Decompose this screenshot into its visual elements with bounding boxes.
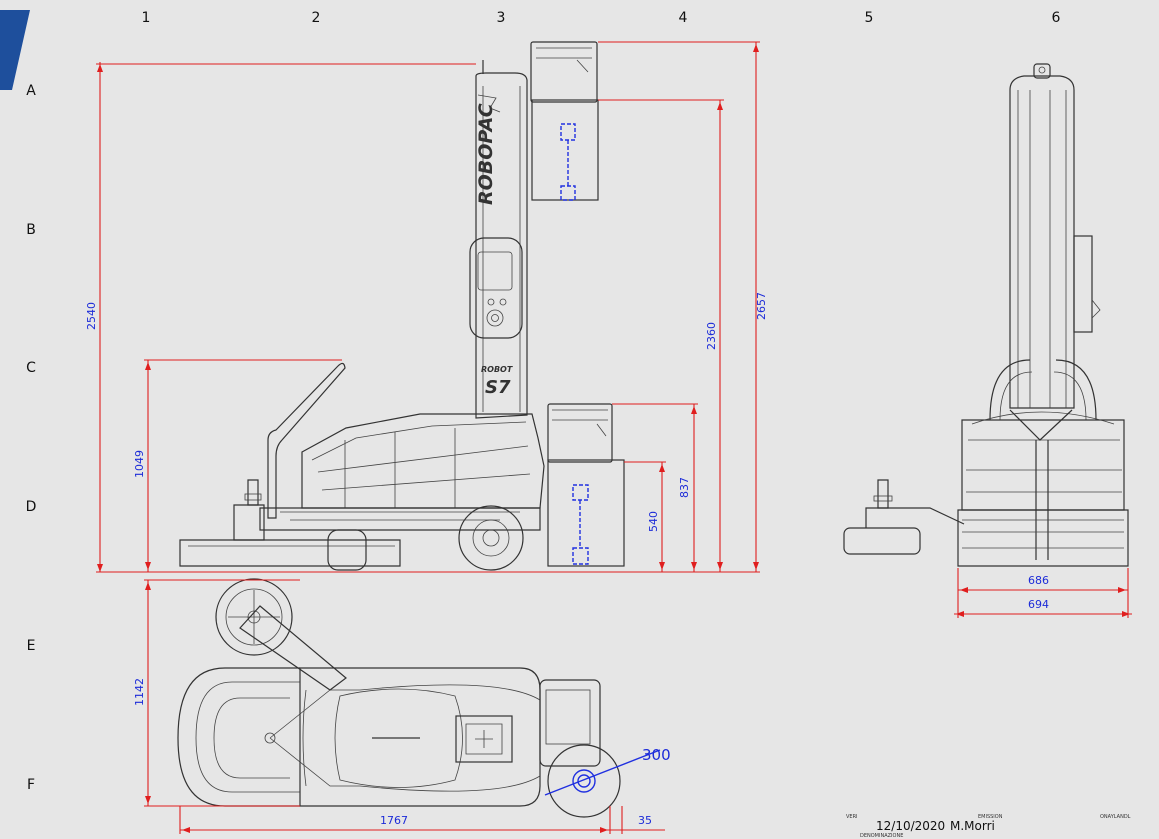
- grid-row-f: F: [27, 777, 35, 793]
- dim-1767: 1767: [380, 814, 408, 827]
- grid-row-e: E: [27, 638, 36, 654]
- title-block-verified-label: VERI: [846, 814, 858, 820]
- brand-text: ROBOPAC: [475, 103, 497, 205]
- grid-col-4: 4: [679, 10, 688, 26]
- grid-row-c: C: [26, 360, 36, 376]
- side-dimensions: 2540 1049 2360 2657 837 540: [85, 41, 768, 573]
- front-bumper: [843, 527, 921, 555]
- front-mast: [1009, 75, 1075, 409]
- grid-row-b: B: [26, 222, 36, 238]
- plan-view: 300: [177, 578, 671, 818]
- grid-column-labels: 1 2 3 4 5 6: [142, 10, 1061, 26]
- dim-35: 35: [638, 814, 652, 827]
- side-view: ROBOPAC ROBOT S7: [179, 41, 625, 571]
- grid-col-3: 3: [497, 10, 506, 26]
- grid-col-6: 6: [1052, 10, 1061, 26]
- dim-2360: 2360: [705, 322, 718, 350]
- control-panel: [469, 237, 523, 339]
- grid-row-d: D: [26, 499, 37, 515]
- front-dimensions: 686 694: [954, 568, 1132, 618]
- dim-837: 837: [678, 477, 691, 498]
- dim-2540: 2540: [85, 302, 98, 330]
- dim-540: 540: [647, 511, 660, 532]
- plan-dimensions: 1142 1767 35: [133, 579, 665, 834]
- push-handle: [267, 362, 346, 519]
- grid-col-1: 1: [142, 10, 151, 26]
- title-block-denomination-label: DENOMINAZIONE: [860, 833, 903, 839]
- grid-row-a: A: [26, 83, 36, 99]
- column: ROBOPAC ROBOT S7: [469, 60, 528, 419]
- corner-accent: [0, 10, 30, 90]
- dim-686: 686: [1028, 574, 1049, 587]
- dim-1049: 1049: [133, 450, 146, 478]
- title-block-author: M.Morri: [950, 819, 995, 833]
- grid-row-labels: A B C D E F: [26, 83, 37, 793]
- machine-body: [179, 413, 545, 571]
- dim-2657: 2657: [755, 292, 768, 320]
- drive-wheel: [458, 505, 524, 571]
- upper-carriage: [530, 41, 599, 201]
- lower-carriage: [547, 403, 625, 567]
- dim-1142: 1142: [133, 678, 146, 706]
- caster-wheel: [215, 578, 293, 656]
- model-label-bottom: S7: [485, 377, 511, 398]
- dim-300: 300: [642, 746, 671, 764]
- model-label-top: ROBOT: [481, 365, 513, 374]
- title-block-date: 12/10/2020: [876, 819, 945, 833]
- title-block-approved-label: ONAYLANDL: [1100, 814, 1131, 820]
- carriage-block: [455, 715, 513, 763]
- grid-col-2: 2: [312, 10, 321, 26]
- grid-col-5: 5: [865, 10, 874, 26]
- front-view: [843, 63, 1129, 567]
- title-block-emission-label: EMISSION: [978, 814, 1003, 820]
- dim-694: 694: [1028, 598, 1049, 611]
- plan-drive-wheel: [547, 744, 621, 818]
- title-block: VERI EMISSION ONAYLANDL 12/10/2020 M.Mor…: [846, 814, 1131, 839]
